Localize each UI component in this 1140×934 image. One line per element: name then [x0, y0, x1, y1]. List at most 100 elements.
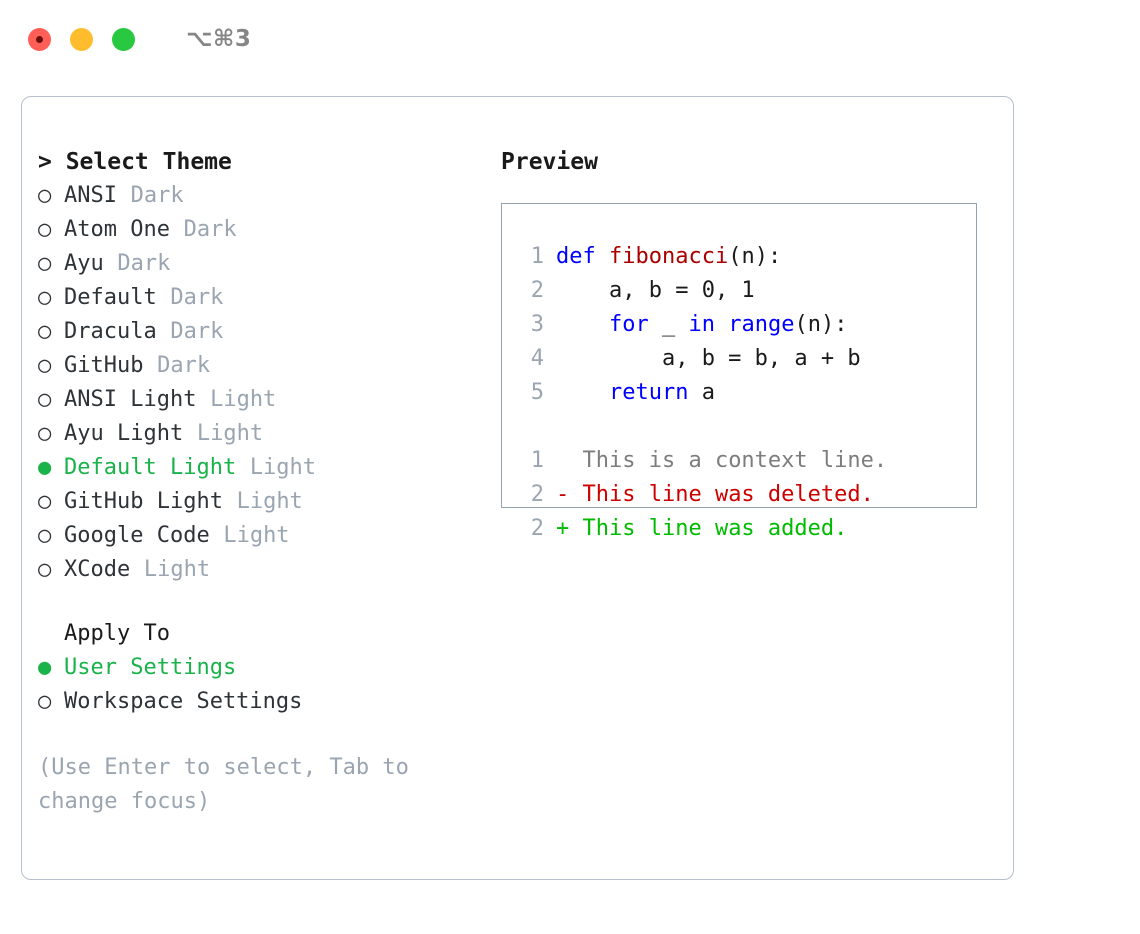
diff-row-context: 1 This is a context line. — [516, 444, 976, 478]
theme-option-badge: Light — [143, 557, 211, 582]
theme-option-label: Default — [64, 285, 157, 310]
theme-option-label: Ayu — [64, 251, 104, 276]
diff-row-added: 2 + This line was added. — [516, 512, 976, 546]
preview-spacer — [516, 410, 976, 444]
theme-option-badge: Light — [196, 421, 264, 446]
code-token-plain — [715, 308, 728, 342]
code-row: 1 def fibonacci(n): — [516, 240, 976, 274]
line-number: 1 — [530, 244, 544, 269]
window-controls — [28, 27, 135, 51]
close-window-button[interactable] — [28, 27, 51, 51]
maximize-window-button[interactable] — [112, 27, 135, 51]
theme-option-label: Atom One — [64, 217, 170, 242]
theme-option-badge: Dark — [130, 183, 184, 208]
line-number: 1 — [530, 448, 544, 473]
radio-icon: ○ — [38, 217, 52, 242]
code-row: 4 a, b = b, a + b — [516, 342, 976, 376]
theme-option-ansi-light[interactable]: ○ ANSI Light Light — [38, 383, 488, 417]
radio-icon: ○ — [38, 689, 52, 714]
radio-icon: ○ — [38, 319, 52, 344]
diff-marker: - — [556, 482, 570, 507]
theme-option-ayu-light[interactable]: ○ Ayu Light Light — [38, 417, 488, 451]
line-number: 2 — [530, 482, 544, 507]
theme-option-ansi-dark[interactable]: ○ ANSI Dark — [38, 179, 488, 213]
select-theme-heading: > Select Theme — [38, 149, 232, 175]
code-sample: 1 def fibonacci(n): 2 a, b = 0, 1 3 for … — [516, 240, 976, 410]
code-token-function: fibonacci — [608, 244, 729, 269]
apply-to-heading: Apply To — [64, 621, 170, 646]
theme-list-column: > Select Theme ○ ANSI Dark ○ Atom One Da… — [38, 145, 488, 819]
theme-option-label: XCode — [64, 557, 131, 582]
code-token-plain: (n): — [794, 312, 848, 337]
code-token-plain: (n): — [728, 244, 782, 269]
code-row: 5 return a — [516, 376, 976, 410]
theme-option-default-dark[interactable]: ○ Default Dark — [38, 281, 488, 315]
diff-text: This line was added. — [569, 516, 848, 541]
radio-icon: ○ — [38, 387, 52, 412]
radio-icon: ○ — [38, 523, 52, 548]
radio-icon: ○ — [38, 183, 52, 208]
theme-option-google-code[interactable]: ○ Google Code Light — [38, 519, 488, 553]
theme-options-list: ○ ANSI Dark ○ Atom One Dark ○ Ayu Dark — [38, 179, 488, 587]
theme-option-badge: Light — [210, 387, 277, 412]
radio-icon: ○ — [38, 251, 52, 276]
apply-to-option-user-settings[interactable]: ● User Settings — [38, 651, 488, 685]
preview-column: Preview 1 def fibonacci(n): 2 a, b = 0, … — [501, 145, 1001, 541]
theme-option-badge: Light — [223, 523, 290, 548]
theme-option-label: Ayu Light — [64, 421, 184, 446]
theme-option-xcode[interactable]: ○ XCode Light — [38, 553, 488, 587]
theme-option-atom-one-dark[interactable]: ○ Atom One Dark — [38, 213, 488, 247]
theme-option-ayu-dark[interactable]: ○ Ayu Dark — [38, 247, 488, 281]
preview-heading: Preview — [501, 149, 598, 175]
line-number: 5 — [530, 380, 544, 405]
theme-option-badge: Dark — [170, 285, 224, 310]
theme-option-label: Default Light — [64, 455, 237, 480]
code-token-plain: a — [688, 380, 715, 405]
theme-option-badge: Light — [236, 489, 303, 514]
theme-option-badge: Light — [249, 455, 317, 480]
theme-option-dracula-dark[interactable]: ○ Dracula Dark — [38, 315, 488, 349]
preview-box: 1 def fibonacci(n): 2 a, b = 0, 1 3 for … — [501, 203, 977, 541]
keyboard-shortcut-label: ⌥⌘3 — [186, 26, 252, 52]
theme-option-badge: Dark — [157, 353, 211, 378]
diff-text: This is a context line. — [569, 448, 888, 473]
apply-to-option-label: User Settings — [64, 655, 237, 680]
theme-option-label: Google Code — [64, 523, 210, 548]
diff-marker — [556, 444, 569, 478]
diff-text: This line was deleted. — [569, 482, 874, 507]
code-token-plain — [556, 376, 609, 410]
line-number: 4 — [530, 346, 544, 371]
apply-to-section: Apply To ● User Settings ○ Workspace Set… — [38, 617, 488, 719]
keyboard-hint-text: (Use Enter to select, Tab to change focu… — [38, 755, 409, 814]
title-bar: ⌥⌘3 — [0, 0, 1140, 78]
theme-option-badge: Dark — [183, 217, 237, 242]
code-row: 3 for _ in range(n): — [516, 308, 976, 342]
apply-to-option-label: Workspace Settings — [64, 689, 303, 714]
theme-option-label: ANSI Light — [64, 387, 197, 412]
code-token-builtin: range — [728, 312, 795, 337]
radio-icon: ○ — [38, 557, 52, 582]
code-token-keyword: def — [556, 244, 609, 269]
theme-option-badge: Dark — [170, 319, 224, 344]
apply-to-option-workspace-settings[interactable]: ○ Workspace Settings — [38, 685, 488, 719]
minimize-window-button[interactable] — [70, 27, 93, 51]
theme-option-badge: Dark — [117, 251, 171, 276]
theme-option-default-light[interactable]: ● Default Light Light — [38, 451, 488, 485]
diff-sample: 1 This is a context line. 2 - This line … — [516, 444, 976, 546]
theme-option-github-light[interactable]: ○ GitHub Light Light — [38, 485, 488, 519]
code-token-plain: a, b = b, a + b — [556, 346, 861, 371]
code-token-keyword: for — [608, 312, 649, 337]
diff-marker: + — [556, 516, 570, 541]
code-token-plain — [556, 308, 609, 342]
radio-icon: ○ — [38, 421, 52, 446]
radio-icon: ○ — [38, 285, 52, 310]
theme-option-github-dark[interactable]: ○ GitHub Dark — [38, 349, 488, 383]
code-token-keyword: in — [688, 312, 715, 337]
code-token-plain: a, b = 0, 1 — [556, 278, 755, 303]
code-row: 2 a, b = 0, 1 — [516, 274, 976, 308]
theme-option-label: Dracula — [64, 319, 157, 344]
theme-picker-panel: > Select Theme ○ ANSI Dark ○ Atom One Da… — [21, 96, 1014, 880]
radio-icon-selected: ● — [38, 655, 52, 680]
theme-option-label: GitHub — [64, 353, 144, 378]
